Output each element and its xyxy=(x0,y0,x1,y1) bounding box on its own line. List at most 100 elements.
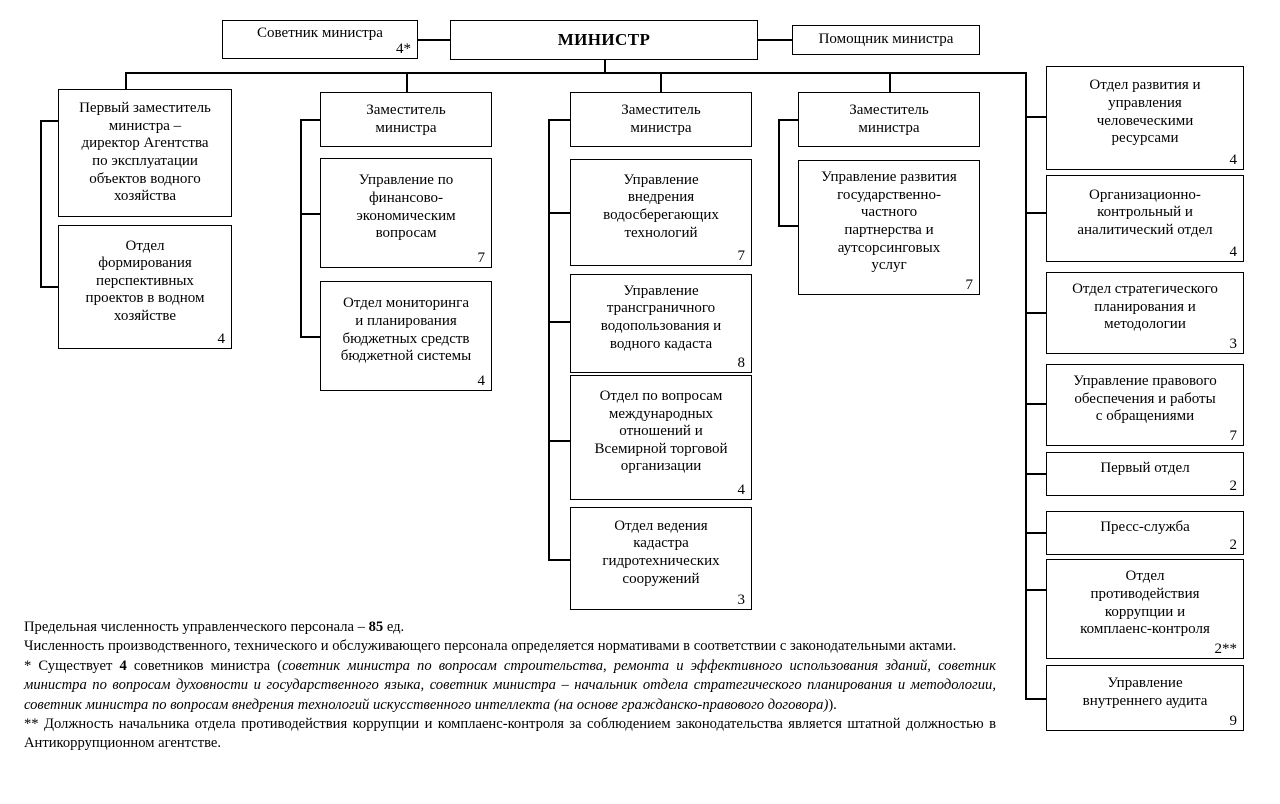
node-col5-b4-label: Управление правового обеспечения и работ… xyxy=(1073,373,1217,425)
node-assistant[interactable]: Помощник министра xyxy=(792,25,980,55)
node-col5-b6-count: 2 xyxy=(1229,536,1238,553)
node-col5-b4-count: 7 xyxy=(1229,427,1238,444)
col1-stub-b1 xyxy=(40,286,60,288)
node-advisor[interactable]: Советник министра 4* xyxy=(222,20,418,59)
node-col1-b1-label: Отдел формирования перспективных проекто… xyxy=(85,237,205,324)
footnote-advisors-pre: * Существует xyxy=(24,657,120,674)
node-col4-b1-label: Управление развития государственно- част… xyxy=(821,169,957,274)
node-col5-b8-count: 9 xyxy=(1229,712,1238,729)
node-col5-b8[interactable]: Управление внутреннего аудита 9 xyxy=(1046,665,1244,731)
node-col3-head[interactable]: Заместитель министра xyxy=(570,92,752,147)
connector-minister-assistant xyxy=(758,39,792,41)
node-col5-b1-count: 4 xyxy=(1229,151,1238,168)
footnote-staffing: Численность производственного, техническ… xyxy=(24,638,957,655)
node-col3-b4-label: Отдел ведения кадастра гидротехнических … xyxy=(602,517,720,587)
col1-vertical-bus xyxy=(40,120,42,286)
col3-stub-head xyxy=(548,119,570,121)
footnotes: Предельная численность управленческого п… xyxy=(24,618,996,754)
col2-stub-b2 xyxy=(300,336,321,338)
connector-bus-drop-col2 xyxy=(406,72,408,92)
node-minister-label: МИНИСТР xyxy=(557,30,651,50)
col3-stub-b2 xyxy=(548,321,570,323)
col3-stub-b1 xyxy=(548,212,570,214)
footnote-advisors: * Существует 4 советников министра (сове… xyxy=(24,657,996,715)
node-col3-b1-label: Управление внедрения водосберегающих тех… xyxy=(603,171,719,241)
node-col5-b2[interactable]: Организационно- контрольный и аналитичес… xyxy=(1046,175,1244,262)
connector-bus-drop-col1 xyxy=(125,72,127,90)
node-minister[interactable]: МИНИСТР xyxy=(450,20,758,60)
node-col5-b4[interactable]: Управление правового обеспечения и работ… xyxy=(1046,364,1244,446)
col5-stub-b3 xyxy=(1025,312,1047,314)
node-col4-head[interactable]: Заместитель министра xyxy=(798,92,980,147)
footnote-advisors-mid: советников министра ( xyxy=(126,657,283,674)
node-col5-b3-count: 3 xyxy=(1229,335,1238,352)
node-col4-head-label: Заместитель министра xyxy=(849,101,929,136)
col5-stub-b1 xyxy=(1025,116,1047,118)
col3-stub-b4 xyxy=(548,559,570,561)
node-col5-b5[interactable]: Первый отдел 2 xyxy=(1046,452,1244,496)
footnote-headcount-pre: Предельная численность управленческого п… xyxy=(24,619,369,635)
col2-vertical-bus xyxy=(300,119,302,336)
node-col3-b2-count: 8 xyxy=(737,354,746,371)
node-col3-b2[interactable]: Управление трансграничного водопользован… xyxy=(570,274,752,373)
node-col1-head[interactable]: Первый заместитель министра – директор А… xyxy=(58,89,232,217)
node-col3-b1[interactable]: Управление внедрения водосберегающих тех… xyxy=(570,159,752,266)
node-col5-b2-label: Организационно- контрольный и аналитичес… xyxy=(1077,186,1213,238)
node-col5-b6[interactable]: Пресс-служба 2 xyxy=(1046,511,1244,555)
node-col5-b1-label: Отдел развития и управления человеческим… xyxy=(1089,77,1201,147)
col5-stub-b7 xyxy=(1025,589,1047,591)
node-col1-head-label: Первый заместитель министра – директор А… xyxy=(79,100,211,205)
node-assistant-label: Помощник министра xyxy=(818,31,954,48)
node-col5-b3-label: Отдел стратегического планирования и мет… xyxy=(1072,281,1218,333)
node-col3-b3-count: 4 xyxy=(737,481,746,498)
node-col1-b1[interactable]: Отдел формирования перспективных проекто… xyxy=(58,225,232,349)
node-col5-b7[interactable]: Отдел противодействия коррупции и компла… xyxy=(1046,559,1244,659)
node-col3-b4[interactable]: Отдел ведения кадастра гидротехнических … xyxy=(570,507,752,610)
node-col5-b3[interactable]: Отдел стратегического планирования и мет… xyxy=(1046,272,1244,354)
footnote-headcount: Предельная численность управленческого п… xyxy=(24,618,996,637)
node-col3-b1-count: 7 xyxy=(737,247,746,264)
node-col5-b5-count: 2 xyxy=(1229,477,1238,494)
node-col2-b2-count: 4 xyxy=(477,372,486,389)
node-col2-b1-count: 7 xyxy=(477,249,486,266)
node-col2-head[interactable]: Заместитель министра xyxy=(320,92,492,147)
node-advisor-label: Советник министра xyxy=(257,25,383,42)
col5-stub-b2 xyxy=(1025,212,1047,214)
col5-stub-b4 xyxy=(1025,403,1047,405)
connector-bus-drop-col3 xyxy=(660,72,662,92)
node-col2-b2-label: Отдел мониторинга и планирования бюджетн… xyxy=(340,295,472,365)
node-col2-b2[interactable]: Отдел мониторинга и планирования бюджетн… xyxy=(320,281,492,391)
node-advisor-count: 4* xyxy=(396,40,411,57)
node-col2-head-label: Заместитель министра xyxy=(366,101,446,136)
node-col5-b5-label: Первый отдел xyxy=(1100,459,1190,476)
col5-stub-b6 xyxy=(1025,532,1047,534)
node-col4-b1-count: 7 xyxy=(965,276,974,293)
main-horizontal-bus xyxy=(125,72,1026,74)
footnote-advisors-post: ). xyxy=(828,696,837,713)
footnote-anticorruption: ** Должность начальника отдела противоде… xyxy=(24,716,996,752)
node-col4-b1[interactable]: Управление развития государственно- част… xyxy=(798,160,980,295)
node-col3-head-label: Заместитель министра xyxy=(621,101,701,136)
node-col3-b3-label: Отдел по вопросам международных отношени… xyxy=(594,388,728,475)
footnote-headcount-post: ед. xyxy=(383,619,405,635)
col2-stub-b1 xyxy=(300,213,321,215)
connector-minister-drop xyxy=(604,60,606,73)
footnote-headcount-value: 85 xyxy=(368,619,384,635)
node-col2-b1[interactable]: Управление по финансово- экономическим в… xyxy=(320,158,492,268)
node-col5-b1[interactable]: Отдел развития и управления человеческим… xyxy=(1046,66,1244,170)
footnote-advisors-count: 4 xyxy=(119,657,127,674)
node-col3-b2-label: Управление трансграничного водопользован… xyxy=(600,282,722,352)
footnote-advisors-detail: советник министра по вопросам строительс… xyxy=(24,657,997,713)
col4-stub-head xyxy=(778,119,799,121)
node-col5-b6-label: Пресс-служба xyxy=(1100,518,1190,535)
col1-stub-head xyxy=(40,120,60,122)
node-col3-b3[interactable]: Отдел по вопросам международных отношени… xyxy=(570,375,752,500)
col5-stub-b5 xyxy=(1025,473,1047,475)
node-col5-b8-label: Управление внутреннего аудита xyxy=(1082,674,1208,709)
col4-vertical-bus xyxy=(778,119,780,225)
col5-stub-b8 xyxy=(1025,698,1047,700)
node-col5-b7-label: Отдел противодействия коррупции и компла… xyxy=(1080,568,1210,638)
connector-advisor-minister xyxy=(417,39,450,41)
node-col3-b4-count: 3 xyxy=(737,591,746,608)
